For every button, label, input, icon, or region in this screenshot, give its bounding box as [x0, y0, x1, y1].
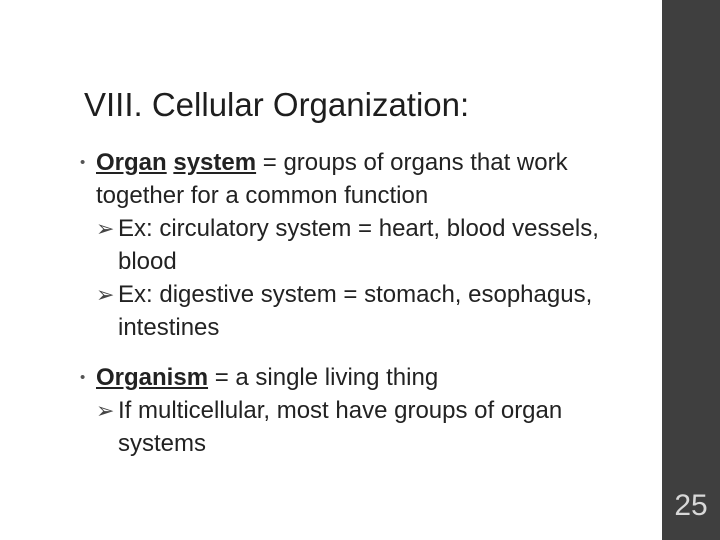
definition-text: = a single living thing: [208, 364, 439, 391]
bullet-dot-icon: •: [80, 369, 86, 386]
slide-title: VIII. Cellular Organization:: [84, 86, 470, 123]
term-organism: Organism: [96, 364, 209, 391]
bullet-organ-system: • Organ system = groups of organs that w…: [78, 146, 653, 212]
sub-bullet-text: If multicellular, most have groups of or…: [118, 397, 563, 457]
sub-bullet-digestive: ➢ Ex: digestive system = stomach, esopha…: [78, 278, 653, 344]
arrow-bullet-icon: ➢: [96, 282, 115, 307]
sub-bullet-circulatory: ➢ Ex: circulatory system = heart, blood …: [78, 212, 653, 278]
term-system: system: [173, 149, 257, 176]
bullet-dot-icon: •: [80, 154, 86, 171]
sub-bullet-multicellular: ➢ If multicellular, most have groups of …: [78, 394, 653, 460]
definition-text: = groups of organs that work together fo…: [96, 149, 568, 209]
term-organ: Organ: [96, 149, 167, 176]
arrow-bullet-icon: ➢: [96, 216, 115, 241]
slide-sidebar: [662, 0, 720, 540]
bullet-organism: • Organism = a single living thing: [78, 361, 653, 394]
sub-bullet-text: Ex: digestive system = stomach, esophagu…: [118, 281, 593, 341]
bullet-spacer: [78, 344, 653, 361]
sub-bullet-text: Ex: circulatory system = heart, blood ve…: [118, 215, 599, 275]
slide-content: • Organ system = groups of organs that w…: [78, 146, 653, 460]
slide-number: 25: [674, 489, 708, 522]
arrow-bullet-icon: ➢: [96, 398, 115, 423]
